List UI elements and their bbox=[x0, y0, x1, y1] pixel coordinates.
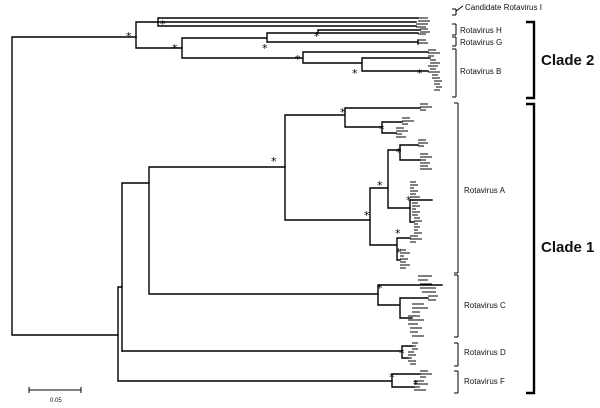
support-marker: * bbox=[271, 155, 277, 168]
support-marker: * bbox=[396, 246, 402, 259]
support-marker: * bbox=[377, 179, 383, 192]
support-marker: * bbox=[340, 106, 346, 119]
support-markers: * * * * * * * * * * * * * * * * * * * * … bbox=[126, 18, 423, 391]
support-marker: * bbox=[395, 227, 401, 240]
label-rotavirus-a: Rotavirus A bbox=[464, 186, 506, 195]
tree-branches bbox=[11, 17, 443, 388]
scale-bar-label: 0.05 bbox=[50, 398, 62, 404]
label-rotavirus-h: Rotavirus H bbox=[460, 26, 502, 35]
clade-brackets: Clade 2 Clade 1 bbox=[526, 20, 594, 395]
support-marker: * bbox=[389, 371, 395, 384]
clade-1-label: Clade 1 bbox=[541, 239, 594, 256]
support-marker: * bbox=[417, 67, 423, 80]
clade-2-label: Clade 2 bbox=[541, 52, 594, 69]
support-marker: * bbox=[295, 53, 301, 66]
label-candidate-rotavirus-i: Candidate Rotavirus I bbox=[465, 3, 542, 12]
label-rotavirus-f: Rotavirus F bbox=[464, 377, 505, 386]
support-marker: * bbox=[314, 30, 320, 43]
support-marker: * bbox=[399, 347, 405, 360]
leaf-clusters bbox=[396, 17, 442, 391]
support-marker: * bbox=[396, 146, 402, 159]
support-marker: * bbox=[160, 18, 166, 31]
scale-bar: 0.05 bbox=[28, 387, 82, 404]
support-marker: * bbox=[352, 67, 358, 80]
support-marker: * bbox=[126, 30, 132, 43]
label-rotavirus-d: Rotavirus D bbox=[464, 348, 506, 357]
support-marker: * bbox=[406, 194, 412, 207]
support-marker: * bbox=[172, 42, 178, 55]
support-marker: * bbox=[413, 378, 419, 391]
support-marker: * bbox=[379, 123, 385, 136]
group-brackets bbox=[452, 5, 464, 394]
group-labels: Candidate Rotavirus I Rotavirus H Rotavi… bbox=[460, 3, 542, 386]
label-rotavirus-c: Rotavirus C bbox=[464, 301, 506, 310]
support-marker: * bbox=[364, 209, 370, 222]
label-rotavirus-g: Rotavirus G bbox=[460, 38, 502, 47]
support-marker: * bbox=[262, 42, 268, 55]
label-rotavirus-b: Rotavirus B bbox=[460, 67, 501, 76]
support-marker: * bbox=[377, 282, 383, 295]
